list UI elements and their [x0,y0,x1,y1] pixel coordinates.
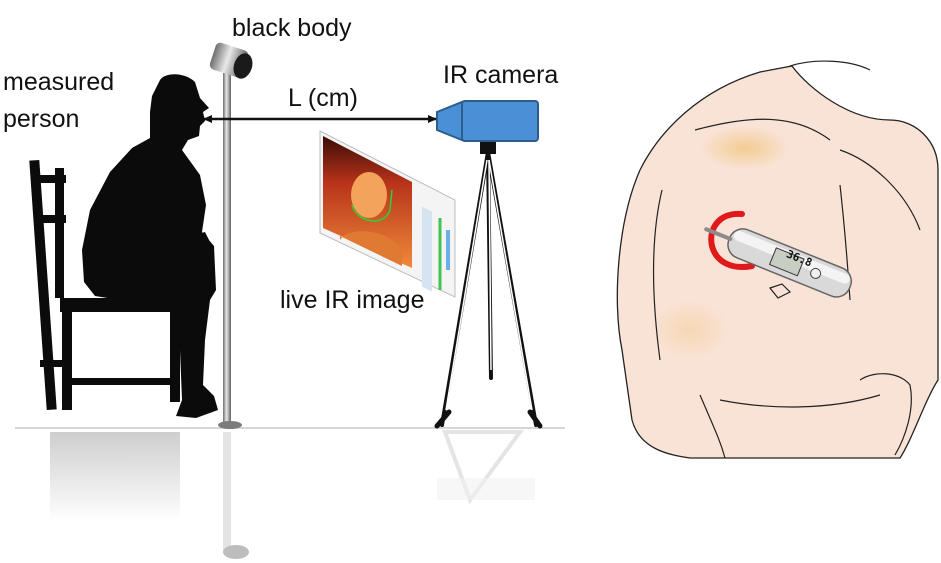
black-body-label: black body [232,14,352,42]
live-ir-image-panel [320,131,455,297]
measured-person-label-line1: measured [3,68,114,96]
shoulder-blush [700,126,790,170]
black-body-emitter-icon [209,41,256,429]
measured-person-label-line2: person [3,105,79,133]
ir-camera-label: IR camera [443,61,558,89]
ir-camera-icon [437,101,538,141]
live-ir-image-label: live IR image [280,286,425,314]
floor-reflection [50,432,535,559]
chest-blush [650,300,730,360]
distance-label: L (cm) [288,84,358,112]
